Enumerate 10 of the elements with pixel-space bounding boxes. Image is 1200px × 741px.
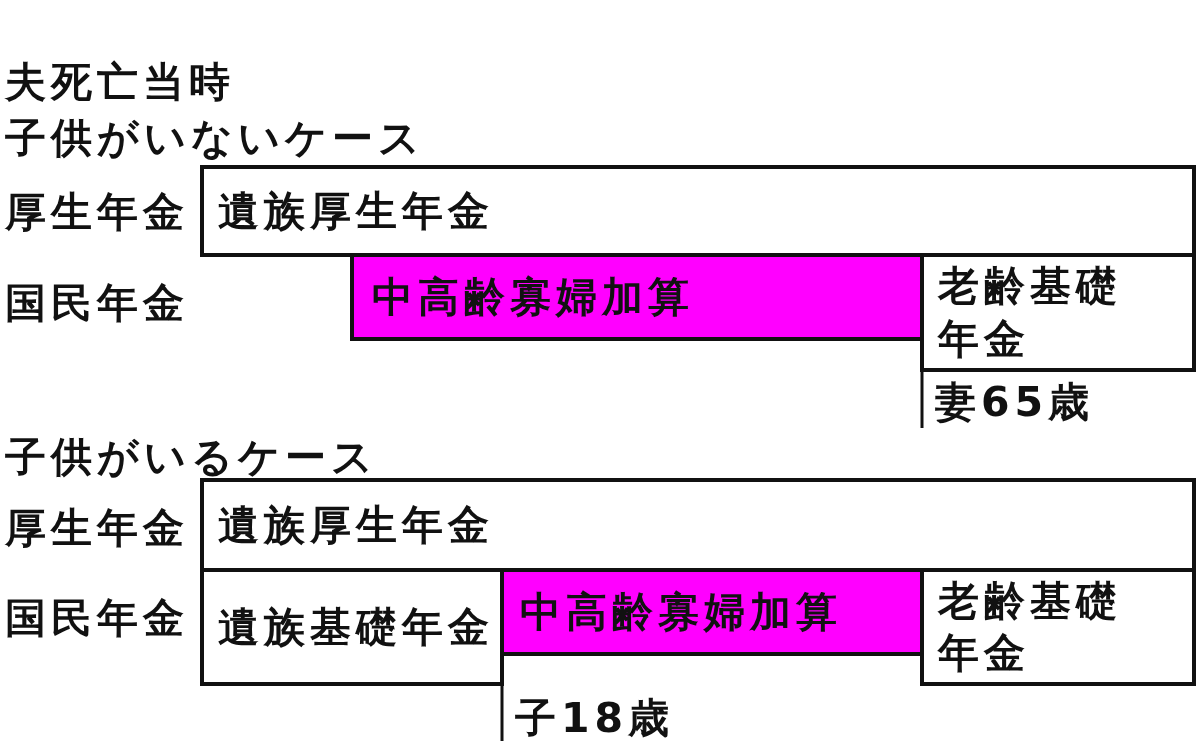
- age-label: 妻65歳: [935, 382, 1095, 423]
- benefit-box: 遺族厚生年金: [200, 165, 1196, 257]
- row-label: 厚生年金: [5, 508, 189, 549]
- case-heading: 子供がいるケース: [5, 437, 378, 478]
- age-label: 子18歳: [515, 698, 675, 739]
- row-label: 国民年金: [5, 283, 189, 324]
- row-label: 国民年金: [5, 598, 189, 639]
- case-heading: 子供がいないケース: [5, 118, 425, 159]
- diagram-title: 夫死亡当時: [5, 62, 235, 103]
- row-label: 厚生年金: [5, 192, 189, 233]
